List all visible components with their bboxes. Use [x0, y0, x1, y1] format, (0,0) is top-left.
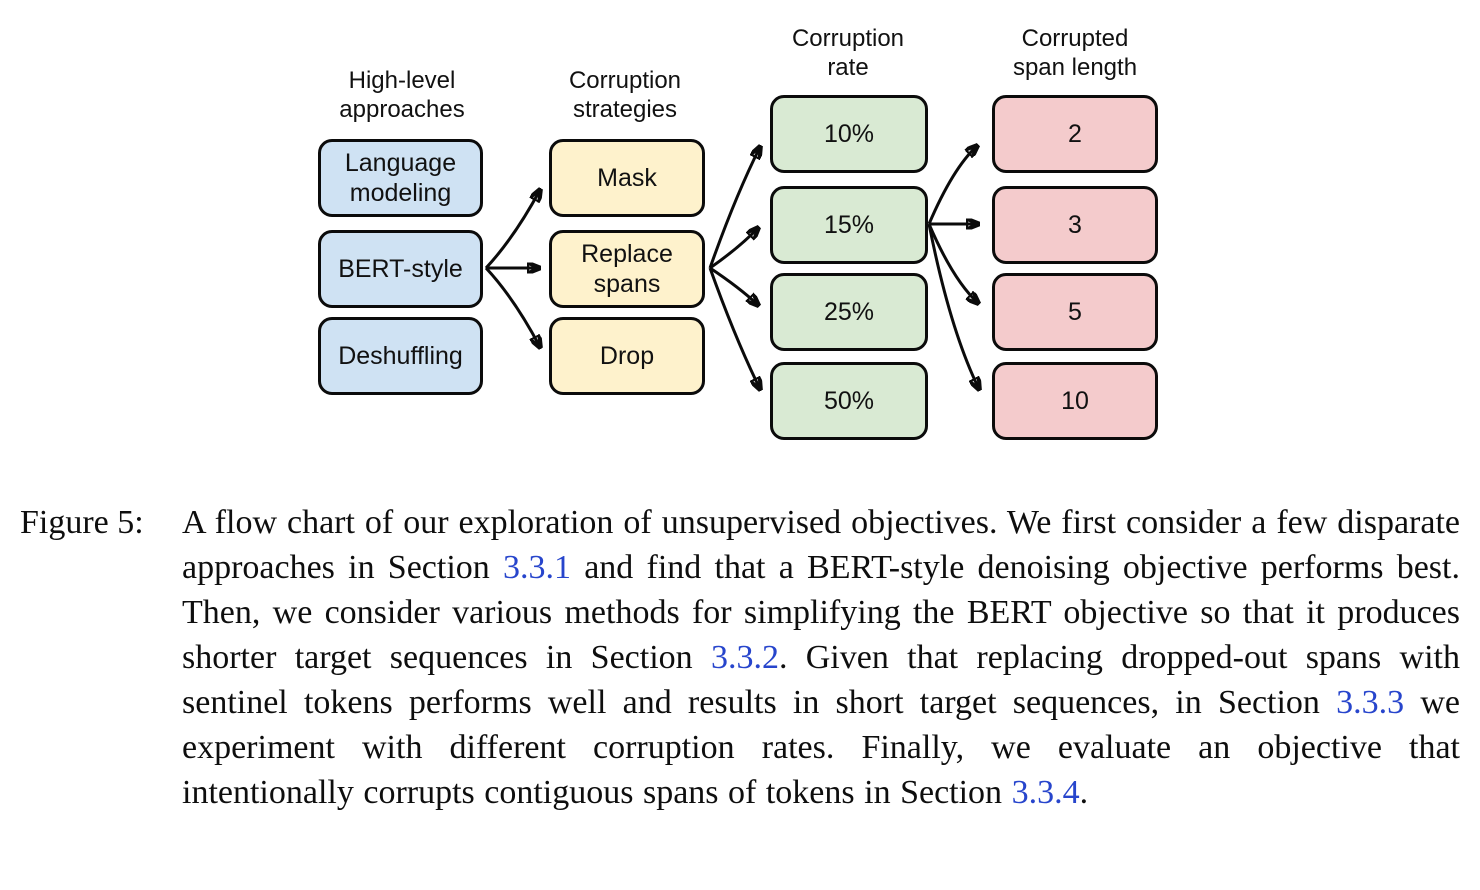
- caption-segment: we experiment with different corruption …: [182, 684, 1460, 811]
- figure-label: Figure 5:: [20, 504, 144, 541]
- arrow-replace-to-50pct: [708, 267, 760, 389]
- caption-segment: and find that a BERT-style denoising obj…: [182, 549, 1460, 676]
- column-header-corrupted-span-length: Corrupted span length: [1012, 25, 1138, 81]
- node-language-modeling: Language modeling: [318, 139, 483, 217]
- node-span-length-2: 2: [992, 95, 1158, 173]
- flow-arrows: [484, 0, 1480, 470]
- caption-segment: A flow chart of our exploration of unsup…: [182, 504, 1460, 586]
- arrow-15pct-to-5: [927, 223, 978, 303]
- arrow-bert-to-drop: [484, 266, 540, 347]
- node-rate-50pct: 50%: [770, 362, 928, 440]
- node-mask: Mask: [549, 139, 705, 217]
- caption-segment: . Given that replacing dropped-out spans…: [182, 639, 1460, 721]
- caption-text: A flow chart of our exploration of unsup…: [182, 500, 1460, 815]
- node-drop: Drop: [549, 317, 705, 395]
- flowchart: High-level approaches Corruption strateg…: [318, 0, 1480, 470]
- section-link-3-3-1[interactable]: 3.3.1: [503, 549, 571, 586]
- node-span-length-10: 10: [992, 362, 1158, 440]
- arrow-replace-to-10pct: [708, 147, 760, 269]
- node-rate-25pct: 25%: [770, 273, 928, 351]
- column-header-corruption-strategies: Corruption strategies: [568, 67, 682, 123]
- column-header-corruption-rate: Corruption rate: [791, 25, 905, 81]
- section-link-3-3-2[interactable]: 3.3.2: [710, 639, 779, 676]
- node-span-length-5: 5: [992, 273, 1158, 351]
- figure-caption: Figure 5: A flow chart of our exploratio…: [20, 500, 1460, 815]
- node-bert-style: BERT-style: [318, 230, 483, 308]
- caption-segment: .: [1079, 774, 1089, 811]
- column-header-high-level-approaches: High-level approaches: [339, 67, 465, 123]
- arrow-15pct-to-10: [927, 223, 979, 389]
- node-span-length-3: 3: [992, 186, 1158, 264]
- arrow-bert-to-mask: [484, 190, 540, 270]
- node-deshuffling: Deshuffling: [318, 317, 483, 395]
- node-rate-10pct: 10%: [770, 95, 928, 173]
- arrow-replace-to-25pct: [709, 266, 758, 305]
- node-replace-spans: Replace spans: [549, 230, 705, 308]
- section-link-3-3-4[interactable]: 3.3.4: [1011, 774, 1080, 811]
- arrow-15pct-to-2: [927, 146, 977, 225]
- node-rate-15pct: 15%: [770, 186, 928, 264]
- section-link-3-3-3[interactable]: 3.3.3: [1336, 684, 1405, 721]
- arrow-replace-to-15pct: [709, 228, 758, 270]
